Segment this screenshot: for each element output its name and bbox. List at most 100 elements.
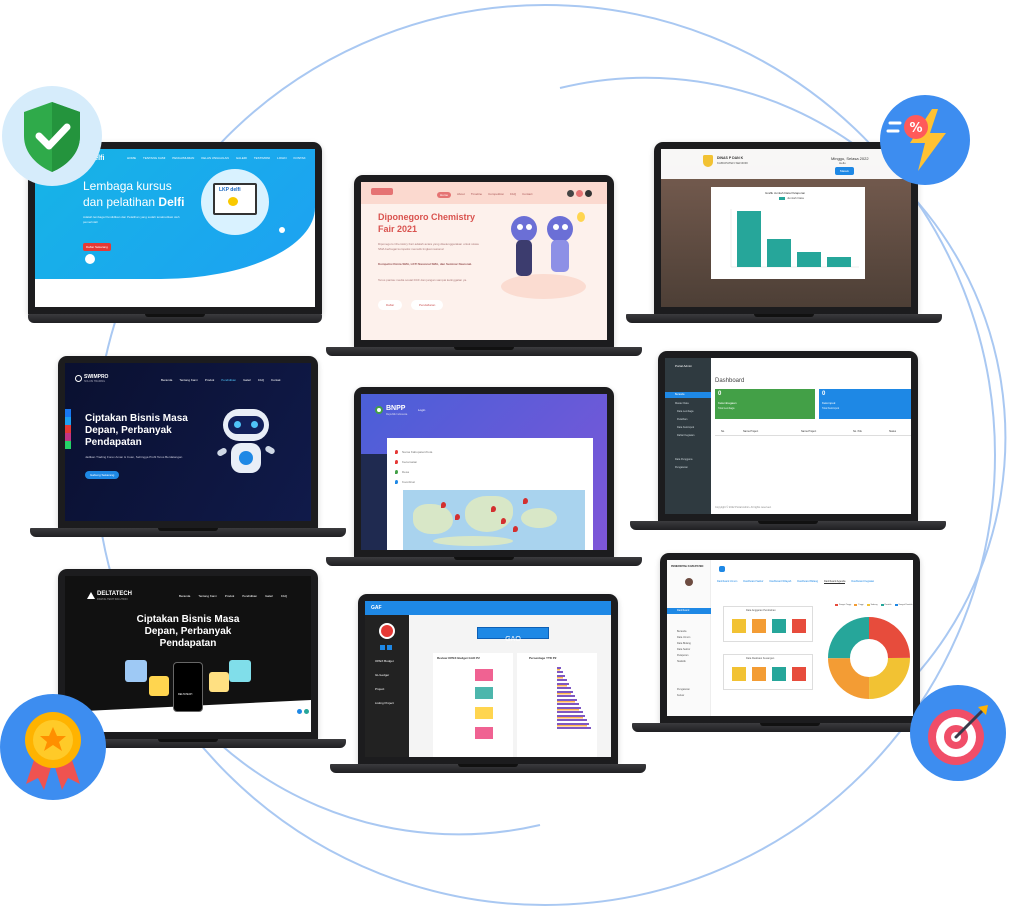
delfi-cta-button[interactable]: Daftar Sekarang xyxy=(83,243,111,251)
donut-bell-icon[interactable] xyxy=(719,566,725,572)
donut-chart xyxy=(828,617,910,699)
laptop-base xyxy=(326,557,642,566)
admin-menu-item[interactable]: Data Lembaga xyxy=(677,410,694,413)
swimpro-headline-3: Pendapatan xyxy=(85,437,142,448)
admin-menu-item[interactable]: Data Pengguna xyxy=(675,458,693,461)
bnpp-nav-login[interactable]: Login xyxy=(418,408,426,412)
swimpro-nav-item[interactable]: FAQ xyxy=(258,378,265,382)
swimpro-nav-item[interactable]: Galeri xyxy=(243,378,252,382)
deltatech-headline-1: Ciptakan Bisnis Masa xyxy=(136,614,240,625)
delfi-chat-icon xyxy=(85,254,95,264)
delfi-nav-item[interactable]: KONTAK xyxy=(293,156,306,160)
donut-tab[interactable]: Dashboard Wilayah xyxy=(769,580,792,583)
admin-menu-item[interactable]: Pengaturan xyxy=(675,466,688,469)
gao-menu-item[interactable]: GL/Ledger xyxy=(375,673,390,677)
facebook-icon[interactable] xyxy=(65,409,71,417)
admin-menu-item[interactable]: Master Data xyxy=(675,402,689,405)
bnpp-field[interactable]: Desa xyxy=(395,470,409,474)
target-badge xyxy=(910,685,1006,781)
map-marker-icon[interactable] xyxy=(523,498,528,504)
donut-menu-item[interactable]: Beranda xyxy=(677,630,687,633)
donut-menu-item[interactable]: Data Bidang xyxy=(677,642,691,645)
admin-menu-item[interactable]: Daftar Kegiatan xyxy=(677,434,695,437)
youtube-icon[interactable] xyxy=(65,425,71,433)
gao-social-icon[interactable] xyxy=(380,645,385,650)
bnpp-field[interactable]: Nama Kabupaten/Kota xyxy=(395,450,432,454)
donut-tab[interactable]: Dashboard Umum xyxy=(717,580,738,583)
admin-footer: Copyright © 2022 Portal Admin. All right… xyxy=(715,506,772,509)
chemistry-btn-daftar[interactable]: Daftar xyxy=(378,300,403,310)
swimpro-nav-item[interactable]: Tentang Kami xyxy=(179,378,198,382)
bnpp-field[interactable]: Kecamatan xyxy=(395,460,417,464)
donut-tab[interactable]: Dashboard Sektor xyxy=(743,580,764,583)
instagram-icon[interactable] xyxy=(65,433,71,441)
admin-menu-item[interactable]: Beranda xyxy=(675,393,685,396)
chemistry-mascots xyxy=(491,204,591,304)
delfi-nav-item[interactable]: TESTIMONI xyxy=(253,156,271,160)
twitter-icon[interactable] xyxy=(65,417,71,425)
deltatech-nav-item[interactable]: Beranda xyxy=(179,594,191,598)
donut-tab[interactable]: Dashboard Kegiatan xyxy=(851,580,875,583)
delfi-nav-item[interactable]: KELAS UNGGULAN xyxy=(201,156,229,160)
swimpro-nav-item[interactable]: Produk xyxy=(204,378,215,382)
admin-menu-active[interactable] xyxy=(665,392,711,398)
delfi-hero-device: LKP delfi xyxy=(201,169,269,235)
deltatech-nav-item[interactable]: Produk xyxy=(224,594,235,598)
delfi-nav-item[interactable]: GALERI xyxy=(235,156,247,160)
bnpp-logo-icon xyxy=(375,406,383,414)
donut-menu-item[interactable]: Data Sektor xyxy=(677,648,691,651)
map-pin-icon xyxy=(395,470,398,474)
deltatech-nav-item[interactable]: Tentang Kami xyxy=(198,594,217,598)
gao-menu-item[interactable]: OPEX Budget xyxy=(375,659,394,663)
deltatech-logo-icon xyxy=(87,592,95,599)
chemistry-nav: Home About Timeline Competition FAQ Cont… xyxy=(437,192,532,198)
delfi-nav-item[interactable]: TENTANG KAMI xyxy=(143,156,166,160)
donut-tab[interactable]: Dashboard Bidang xyxy=(797,580,818,583)
bnpp-map[interactable] xyxy=(403,490,585,550)
swimpro-cta-button[interactable]: Gabung Sekarang xyxy=(85,471,120,479)
gao-menu-item[interactable]: Listing Project xyxy=(375,701,394,705)
donut-tab-active[interactable]: Dashboard Agenda xyxy=(824,580,846,584)
admin-menu-item[interactable]: Data Kelompok xyxy=(677,426,695,429)
donut-menu-active[interactable] xyxy=(667,608,711,614)
deltatech-nav-item[interactable]: Galeri xyxy=(265,594,274,598)
masuk-button[interactable]: Masuk xyxy=(835,167,854,175)
chemistry-nav-item[interactable]: FAQ xyxy=(510,192,517,196)
donut-menu-item[interactable]: Data Umum xyxy=(677,636,691,639)
map-marker-icon[interactable] xyxy=(501,518,506,524)
delfi-nav-item[interactable]: LOGIN xyxy=(277,156,287,160)
whatsapp-icon[interactable] xyxy=(65,441,71,449)
deltatech-chat-icon[interactable] xyxy=(297,709,302,714)
donut-menu-item[interactable]: Statistik xyxy=(677,660,686,663)
deltatech-nav-item[interactable]: Pendidikan xyxy=(242,594,258,598)
deltatech-nav-item[interactable]: FAQ xyxy=(281,594,288,598)
chart-bar xyxy=(827,257,851,267)
gao-menu-item[interactable]: Project xyxy=(375,687,385,691)
chemistry-btn-pendaftaran[interactable]: Pendaftaran xyxy=(411,300,444,310)
donut-menu-item[interactable]: Dashboard xyxy=(677,609,690,612)
delfi-device-label: LKP delfi xyxy=(219,187,241,193)
map-marker-icon[interactable] xyxy=(441,502,446,508)
chemistry-nav-item[interactable]: Contact xyxy=(522,192,533,196)
map-marker-icon[interactable] xyxy=(455,514,460,520)
donut-menu-item[interactable]: Pengaturan xyxy=(677,688,690,691)
gao-topbar: GAF xyxy=(365,601,611,615)
chemistry-nav-item[interactable]: Timeline xyxy=(470,192,483,196)
donut-menu-item[interactable]: Keluar xyxy=(677,694,685,697)
chart-legend-swatch xyxy=(779,197,785,200)
chemistry-nav-item[interactable]: Competition xyxy=(488,192,505,196)
delfi-nav-item[interactable]: PENGUMUMAN xyxy=(172,156,195,160)
map-marker-icon[interactable] xyxy=(513,526,518,532)
delfi-nav-item[interactable]: HOME xyxy=(127,156,136,160)
swimpro-nav-item[interactable]: Kontak xyxy=(271,378,281,382)
admin-menu-item[interactable]: Pelatihan xyxy=(677,418,688,421)
gao-social-icon[interactable] xyxy=(387,645,392,650)
bnpp-field[interactable]: Koordinat xyxy=(395,480,415,484)
chemistry-nav-item[interactable]: About xyxy=(457,192,465,196)
map-marker-icon[interactable] xyxy=(491,506,496,512)
chemistry-nav-home[interactable]: Home xyxy=(437,192,452,198)
donut-menu-item[interactable]: Pelaporan xyxy=(677,654,689,657)
swimpro-nav-item[interactable]: Pendidikan xyxy=(221,378,237,382)
deltatech-whatsapp-icon[interactable] xyxy=(304,709,309,714)
swimpro-nav-item[interactable]: Beranda xyxy=(161,378,173,382)
